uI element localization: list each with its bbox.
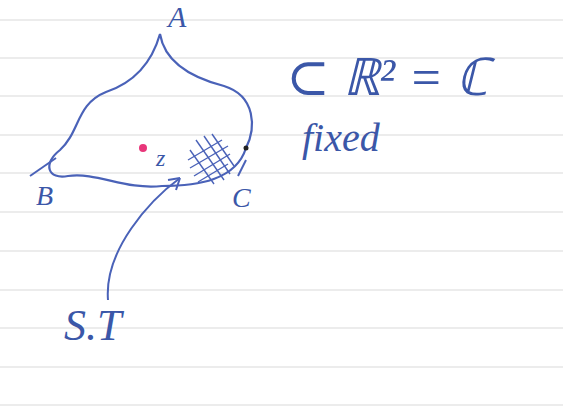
tick-c <box>238 160 246 176</box>
point-z <box>139 144 147 152</box>
arrow-head <box>168 178 180 190</box>
ruled-lines <box>0 20 563 405</box>
point-c <box>244 146 249 151</box>
point-label: A <box>168 2 186 32</box>
set-note: ⊂ ℝ² = ℂ <box>286 52 489 104</box>
subset-label: S.T <box>64 304 121 348</box>
tick-b <box>30 158 56 176</box>
pointer-arrow <box>108 178 180 300</box>
point-label: C <box>232 184 251 212</box>
region-outline <box>49 34 252 187</box>
point-label: B <box>36 182 53 210</box>
point-label: z <box>156 146 165 170</box>
note-text: fixed <box>302 118 380 158</box>
hatched-subset <box>188 134 234 184</box>
